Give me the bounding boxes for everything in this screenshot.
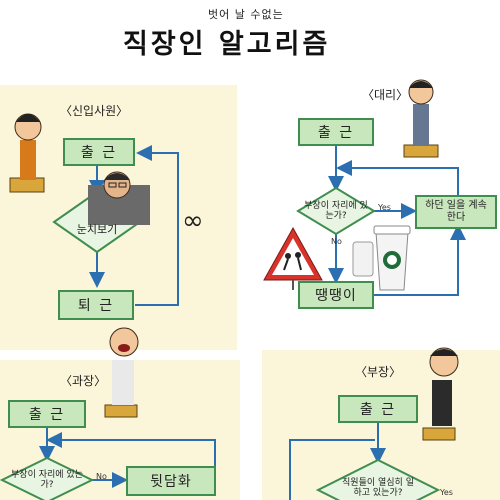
assistant-start-box: 출 근 [298, 118, 374, 146]
assistant-yes-label: Yes [378, 203, 391, 212]
title-main: 직장인 알고리즘 [123, 29, 331, 60]
chief-decision-label: 부장이 자리에 있는가? [11, 470, 83, 490]
head-decision-label: 직원들이 열심히 일하고 있는가? [342, 478, 414, 498]
assistant-decision-label: 부장이 자리에 있는가? [304, 201, 368, 221]
head-yes-label: Yes [440, 488, 453, 497]
newbie-decision-label: 눈치보기 [76, 223, 118, 236]
figure-newbie-icon [9, 113, 45, 193]
newbie-start-box: 출 근 [63, 138, 135, 166]
figure-glasses-icon [88, 171, 150, 225]
newbie-end-box: 퇴 근 [58, 290, 134, 320]
label-newbie: 〈신입사원〉 [60, 104, 129, 118]
figure-assistant-icon [403, 79, 439, 158]
figure-chief-icon [104, 327, 139, 418]
label-assistant: 〈대리〉 [362, 88, 409, 102]
chief-no-label: No [96, 472, 107, 481]
chief-start-box: 출 근 [8, 400, 86, 428]
loop-infinity-symbol: ∞ [182, 206, 204, 236]
chief-action-box: 뒷담화 [126, 466, 216, 496]
assistant-action-box: 하던 일을 계속 한다 [415, 195, 497, 229]
coffee-cup-icon [352, 225, 411, 291]
label-department-head: 〈부장〉 [355, 365, 402, 379]
assistant-idle-box: 땡땡이 [298, 281, 374, 309]
warning-sign-icon [263, 226, 323, 290]
assistant-no-label: No [331, 237, 342, 246]
label-section-chief: 〈과장〉 [60, 374, 107, 388]
head-start-box: 출 근 [338, 395, 418, 423]
title-subtitle: 벗어 날 수없는 [208, 8, 284, 21]
figure-head-icon [422, 347, 459, 441]
